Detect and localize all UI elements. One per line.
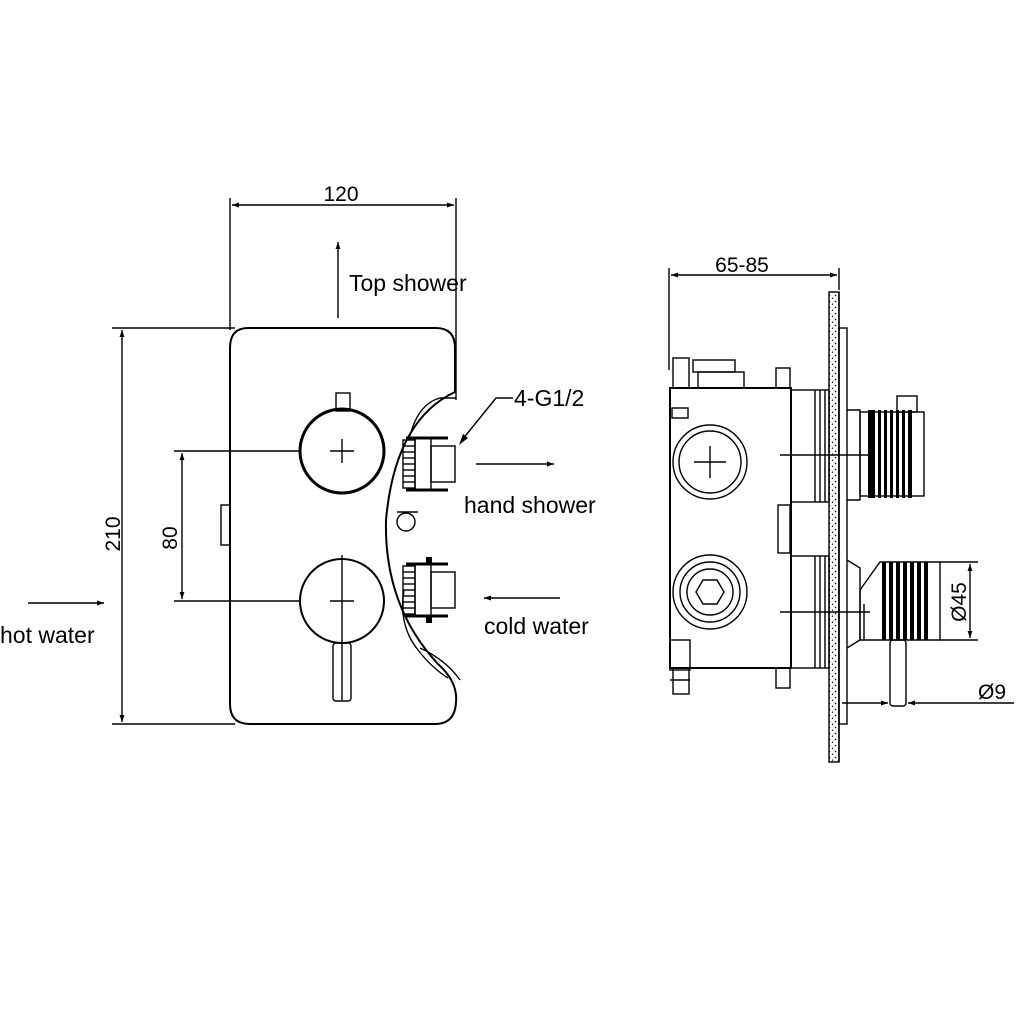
label-hot-water: hot water xyxy=(0,622,95,648)
valve-body-section xyxy=(396,397,461,681)
height-dimension: 210 xyxy=(102,327,235,725)
dim-width-label: 120 xyxy=(323,183,358,206)
lower-thread-hatch xyxy=(403,571,415,609)
label-top-shower: Top shower xyxy=(349,270,467,296)
lower-knob xyxy=(299,555,385,702)
lower-port-hex xyxy=(672,554,748,630)
upper-bonnet xyxy=(780,389,870,503)
dim-knob-diameter-label: Ø45 xyxy=(948,582,971,622)
label-hand-shower: hand shower xyxy=(464,492,596,518)
dim-spacing-label: 80 xyxy=(159,526,182,549)
label-thread-size: 4-G1/2 xyxy=(514,385,584,411)
upper-port-screw xyxy=(672,424,748,500)
lower-bonnet xyxy=(780,555,870,669)
dim-spindle-diameter-label: Ø9 xyxy=(978,681,1006,704)
lever-spindle xyxy=(889,639,907,707)
wall-section xyxy=(828,291,840,763)
valve-housing xyxy=(669,357,792,695)
upper-knob-side xyxy=(847,395,925,501)
inner-port xyxy=(396,512,416,532)
dim-height-label: 210 xyxy=(102,516,125,551)
side-view: 65-85 xyxy=(668,254,1014,763)
knob-diameter-dimension: Ø45 xyxy=(940,561,978,641)
upper-knob xyxy=(298,392,386,495)
plate-clip xyxy=(220,504,231,546)
depth-dimension: 65-85 xyxy=(668,254,840,370)
lower-inlet-fitting xyxy=(430,571,456,609)
spacing-dimension: 80 xyxy=(159,450,300,602)
front-view: 120 210 80 xyxy=(0,183,596,725)
dim-depth-label: 65-85 xyxy=(715,254,769,277)
label-cold-water: cold water xyxy=(484,613,589,639)
cover-plate-edge xyxy=(838,327,848,725)
lower-knob-side xyxy=(846,559,941,707)
upper-outlet-fitting xyxy=(430,445,456,483)
spindle-diameter-dimension: Ø9 xyxy=(842,681,1014,706)
cover-plate xyxy=(229,327,458,725)
upper-thread-hatch xyxy=(403,445,415,483)
thread-leader xyxy=(461,397,513,441)
